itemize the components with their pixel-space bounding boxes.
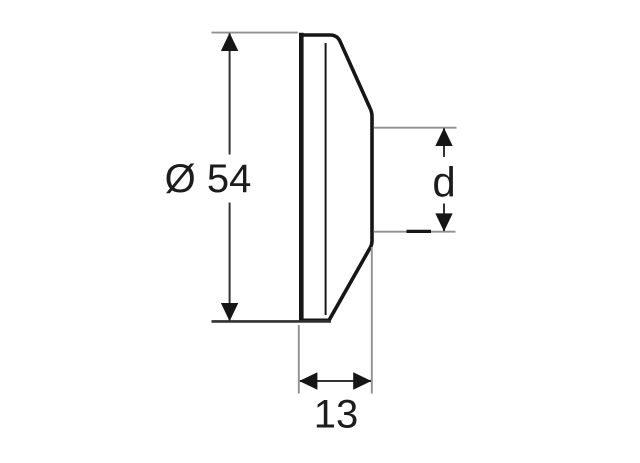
- depth-label: 13: [314, 393, 359, 437]
- arrowhead-left-icon: [299, 372, 318, 390]
- dimension-depth: 13: [297, 247, 373, 437]
- arrowhead-up-icon: [435, 127, 453, 146]
- outer-diameter-label: Ø 54: [165, 157, 252, 201]
- spigot-diameter-label: d: [432, 159, 455, 206]
- arrowhead-up-icon: [220, 32, 239, 51]
- arrowhead-down-icon: [220, 303, 239, 322]
- arrowhead-right-icon: [353, 372, 372, 390]
- dimension-spigot-diameter: d: [373, 126, 457, 233]
- arrowhead-down-icon: [435, 213, 453, 232]
- part-profile-path: [299, 33, 374, 323]
- dimension-outer-diameter: Ø 54: [165, 31, 331, 323]
- part-outline: [298, 32, 374, 323]
